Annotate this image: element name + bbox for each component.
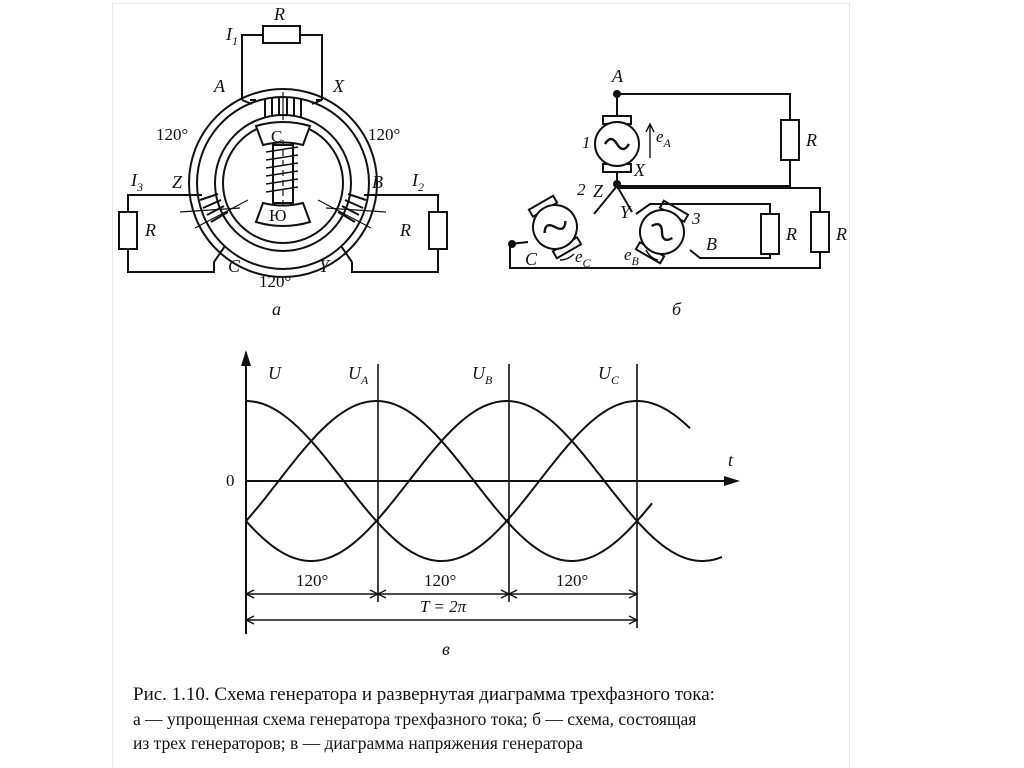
resistor-right: [428, 211, 448, 250]
terminal-z-b-label: Z: [593, 181, 604, 201]
terminal-a-b-label: A: [611, 66, 624, 86]
terminal-y-label: Y: [319, 256, 331, 276]
period-label: T = 2π: [420, 597, 467, 616]
resistor-left: [118, 211, 138, 250]
curve-ua: [246, 400, 691, 562]
generator-3: [634, 199, 690, 265]
diagram-a: С Ю: [118, 4, 448, 319]
resistor-b3-label: R: [835, 224, 847, 244]
terminal-x-b-label: X: [633, 160, 646, 180]
figure-caption: Рис. 1.10. Схема генератора и развернута…: [133, 683, 833, 755]
emf-b-label: eB: [624, 245, 640, 268]
angle-right-label: 120°: [368, 125, 400, 144]
resistor-top-label: R: [273, 4, 285, 24]
angle-bottom-label: 120°: [259, 272, 291, 291]
terminal-b-label: B: [372, 172, 383, 192]
resistor-right-label: R: [399, 220, 411, 240]
curve-ub-label: UB: [472, 363, 493, 387]
node-a: [613, 90, 621, 98]
resistor-top: [262, 25, 301, 44]
curve-ua-label: UA: [348, 363, 369, 387]
resistor-b2: [760, 213, 780, 255]
terminal-a-label: A: [213, 76, 226, 96]
y-axis-label: U: [268, 363, 282, 383]
circuit-left: [127, 194, 226, 273]
phase-axes: [179, 92, 387, 229]
resistor-b3: [810, 211, 830, 253]
diagram-c: U t 0 UA UB UC 120° 120° 120° T = 2π в: [226, 350, 740, 659]
circuit-top: [241, 34, 323, 105]
current-i3-label: I3: [130, 170, 143, 194]
vertical-markers: [377, 364, 638, 628]
emf-c-arrow: [559, 253, 575, 261]
origin-label: 0: [226, 471, 235, 490]
pole-north-label: С: [271, 127, 282, 146]
terminal-x-label: X: [332, 76, 345, 96]
current-i1-label: I1: [225, 24, 238, 48]
angle-left-label: 120°: [156, 125, 188, 144]
curve-uc: [245, 400, 723, 562]
diagram-c-caption: в: [442, 639, 450, 659]
interval-1-label: 120°: [296, 571, 328, 590]
circuit-right: [340, 194, 439, 273]
gen2-number: 2: [577, 180, 586, 199]
emf-a-label: eA: [656, 127, 672, 150]
coil-left: [199, 193, 229, 223]
coil-right: [337, 193, 367, 223]
resistor-b2-label: R: [785, 224, 797, 244]
x-axis-label: t: [728, 450, 734, 470]
emf-c-label: eC: [575, 247, 592, 270]
resistor-b1-label: R: [805, 130, 817, 150]
curve-uc-label: UC: [598, 363, 620, 387]
gen3-circuit: [635, 203, 771, 259]
interval-dimensions: [244, 589, 639, 625]
coil-top: [264, 97, 302, 117]
gen3-number: 3: [691, 209, 701, 228]
stator-outer-ring: [188, 88, 378, 278]
resistor-b1: [780, 119, 800, 161]
terminal-z-label: Z: [172, 172, 183, 192]
caption-line-1: Рис. 1.10. Схема генератора и развернута…: [133, 684, 715, 705]
curve-ub: [245, 400, 653, 562]
star-connection: [509, 185, 821, 269]
diagram-a-caption: а: [272, 299, 281, 319]
figure-panel: [113, 4, 849, 768]
current-i2-label: I2: [411, 170, 424, 194]
resistor-left-label: R: [144, 220, 156, 240]
terminal-b-b-label: B: [706, 234, 717, 254]
pole-south-label: Ю: [269, 206, 286, 225]
diagram-b-caption: б: [672, 299, 682, 319]
node-c: [508, 240, 516, 248]
terminal-c-b-label: C: [525, 249, 538, 269]
generator-2: [527, 194, 583, 260]
interval-2-label: 120°: [424, 571, 456, 590]
caption-line-3: из трех генераторов; в — диаграмма напря…: [133, 733, 583, 753]
gen1-number: 1: [582, 133, 591, 152]
interval-3-label: 120°: [556, 571, 588, 590]
terminal-c-label: C: [228, 256, 241, 276]
diagram-b: R 1 eA A X R 2 Z C: [508, 66, 847, 319]
generator-1: [594, 115, 640, 173]
caption-line-2: а — упрощенная схема генератора трехфазн…: [133, 709, 697, 729]
terminal-y-b-label: Y: [620, 202, 632, 222]
emf-b-arrow: [645, 249, 659, 261]
rotor: [254, 121, 312, 227]
